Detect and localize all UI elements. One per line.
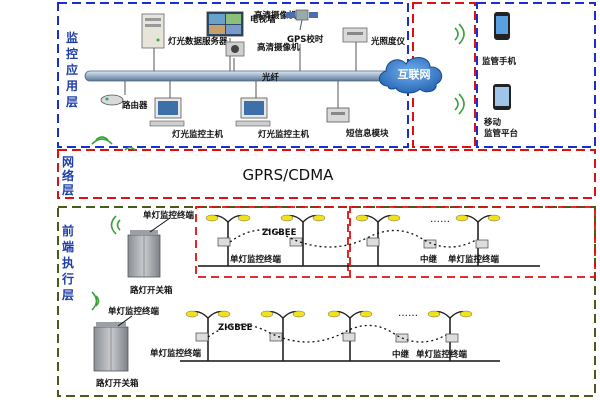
svg-text:行: 行 [61, 271, 74, 286]
internet-cloud-icon [379, 57, 443, 94]
row1-terminal-label: 单灯监控终端 [230, 254, 282, 265]
row2-terminal-right-label: 单灯监控终端 [416, 349, 468, 360]
wifi-signal-icon [91, 23, 465, 151]
lamp-pole-icon [427, 310, 473, 361]
phone-icon [494, 12, 510, 40]
svg-text:层: 层 [62, 288, 74, 302]
row2-terminal-top-label: 单灯监控终端 [108, 306, 160, 317]
router-icon [100, 94, 124, 106]
relay-highlight-box [349, 206, 596, 278]
svg-text:前: 前 [62, 223, 74, 238]
row1-lamps [205, 214, 501, 266]
cabinet2-signal-icon [91, 291, 100, 311]
host2-label: 灯光监控主机 [258, 129, 310, 140]
terminal-icon [217, 237, 231, 247]
server-icon [141, 13, 165, 49]
terminal-icon [366, 237, 380, 247]
svg-text:层: 层 [66, 95, 78, 109]
mobile-box [476, 2, 596, 148]
lamp-pole-icon [455, 214, 501, 266]
svg-text:端: 端 [62, 239, 74, 254]
row2-ellipsis: …… [398, 308, 418, 319]
front-row-1: 单灯监控终端 路灯开关箱 [110, 210, 540, 296]
lamp-pole-icon [205, 214, 251, 266]
relay-icon [395, 333, 409, 343]
front-layer-label: 前 端 执 行 层 [61, 223, 74, 302]
switch-cabinet-1-icon [127, 230, 161, 278]
host1-icon [149, 97, 185, 127]
ethernet-label: 光纤 [261, 72, 280, 83]
tablet-label-1: 移动 [484, 117, 502, 128]
light-sensor-icon [342, 27, 368, 43]
row2-zigbee-link [207, 324, 447, 343]
satellite-icon [286, 9, 318, 31]
cabinet1-signal-icon [110, 215, 121, 235]
host2-icon [235, 97, 271, 127]
sms-module-icon [326, 107, 350, 123]
row2-relay-label: 中继 [392, 349, 410, 360]
row1-zigbee-link [229, 229, 477, 248]
row1-terminal-icons [217, 237, 489, 249]
tv-wall-label: 电视墙 [250, 14, 276, 25]
svg-text:络: 络 [62, 168, 74, 183]
cabinet2-pointer [117, 315, 133, 327]
front-row-2: 单灯监控终端 路灯开关箱 [91, 291, 500, 389]
monitor-layer-label: 监 控 应 用 层 [65, 30, 78, 109]
network-layer-label: 网 络 层 [62, 155, 74, 197]
lamp-pole-icon [260, 310, 306, 361]
svg-text:网: 网 [62, 155, 74, 169]
zigbee-highlight-box [195, 206, 349, 278]
row2-switch-label: 路灯开关箱 [96, 378, 139, 389]
server-label-1: 灯光数据服务器 [168, 36, 228, 47]
phone-label: 监管手机 [482, 56, 517, 67]
camera-icon [225, 41, 245, 57]
svg-text:执: 执 [62, 255, 74, 270]
svg-text:监: 监 [66, 30, 78, 45]
svg-text:控: 控 [66, 46, 78, 61]
row1-terminal-right-label: 单灯监控终端 [448, 254, 500, 265]
tv-wall-icon [206, 11, 244, 37]
internet-label: 互联网 [398, 67, 431, 81]
device-connectors [124, 38, 357, 108]
relay-icon [423, 239, 437, 249]
row2-terminal-icons [195, 332, 459, 343]
ethernet-backbone [84, 70, 396, 82]
row1-zigbee-label: ZIGBEE [262, 228, 297, 238]
tablet-label-2: 监管平台 [484, 128, 519, 139]
terminal-icon [269, 332, 283, 342]
network-layer-box [57, 149, 596, 199]
gps-label: GPS校时 [287, 34, 324, 45]
sms-label: 短信息模块 [346, 128, 389, 139]
terminal-icon [342, 332, 356, 342]
row1-ellipsis: …… [430, 214, 450, 225]
svg-text:层: 层 [62, 183, 74, 197]
cabinet1-pointer [149, 217, 171, 233]
row2-terminal-label: 单灯监控终端 [150, 348, 202, 359]
host1-label: 灯光监控主机 [172, 129, 224, 140]
terminal-icon [195, 332, 209, 342]
terminal-icon [475, 239, 489, 249]
router-label: 路由器 [122, 100, 148, 111]
row2-zigbee-label: ZIGBEE [218, 323, 253, 333]
camera1-label: 高清摄像机 [254, 10, 297, 21]
row1-terminal-top-label: 单灯监控终端 [143, 210, 195, 221]
light-detector-label: 光照度仪 [370, 36, 406, 47]
svg-text:应: 应 [66, 62, 78, 77]
network-protocol-label: GPRS/CDMA [243, 166, 335, 184]
lamp-pole-icon [280, 214, 326, 266]
terminal-icon [445, 333, 459, 343]
switch-cabinet-2-icon [93, 322, 129, 372]
camera2-label: 高清摄像机 [257, 42, 300, 53]
lamp-pole-icon [355, 214, 401, 266]
tablet-icon [493, 84, 511, 110]
svg-text:用: 用 [65, 79, 78, 93]
row1-switch-label: 路灯开关箱 [130, 285, 173, 296]
row1-relay-label: 中继 [420, 254, 438, 265]
